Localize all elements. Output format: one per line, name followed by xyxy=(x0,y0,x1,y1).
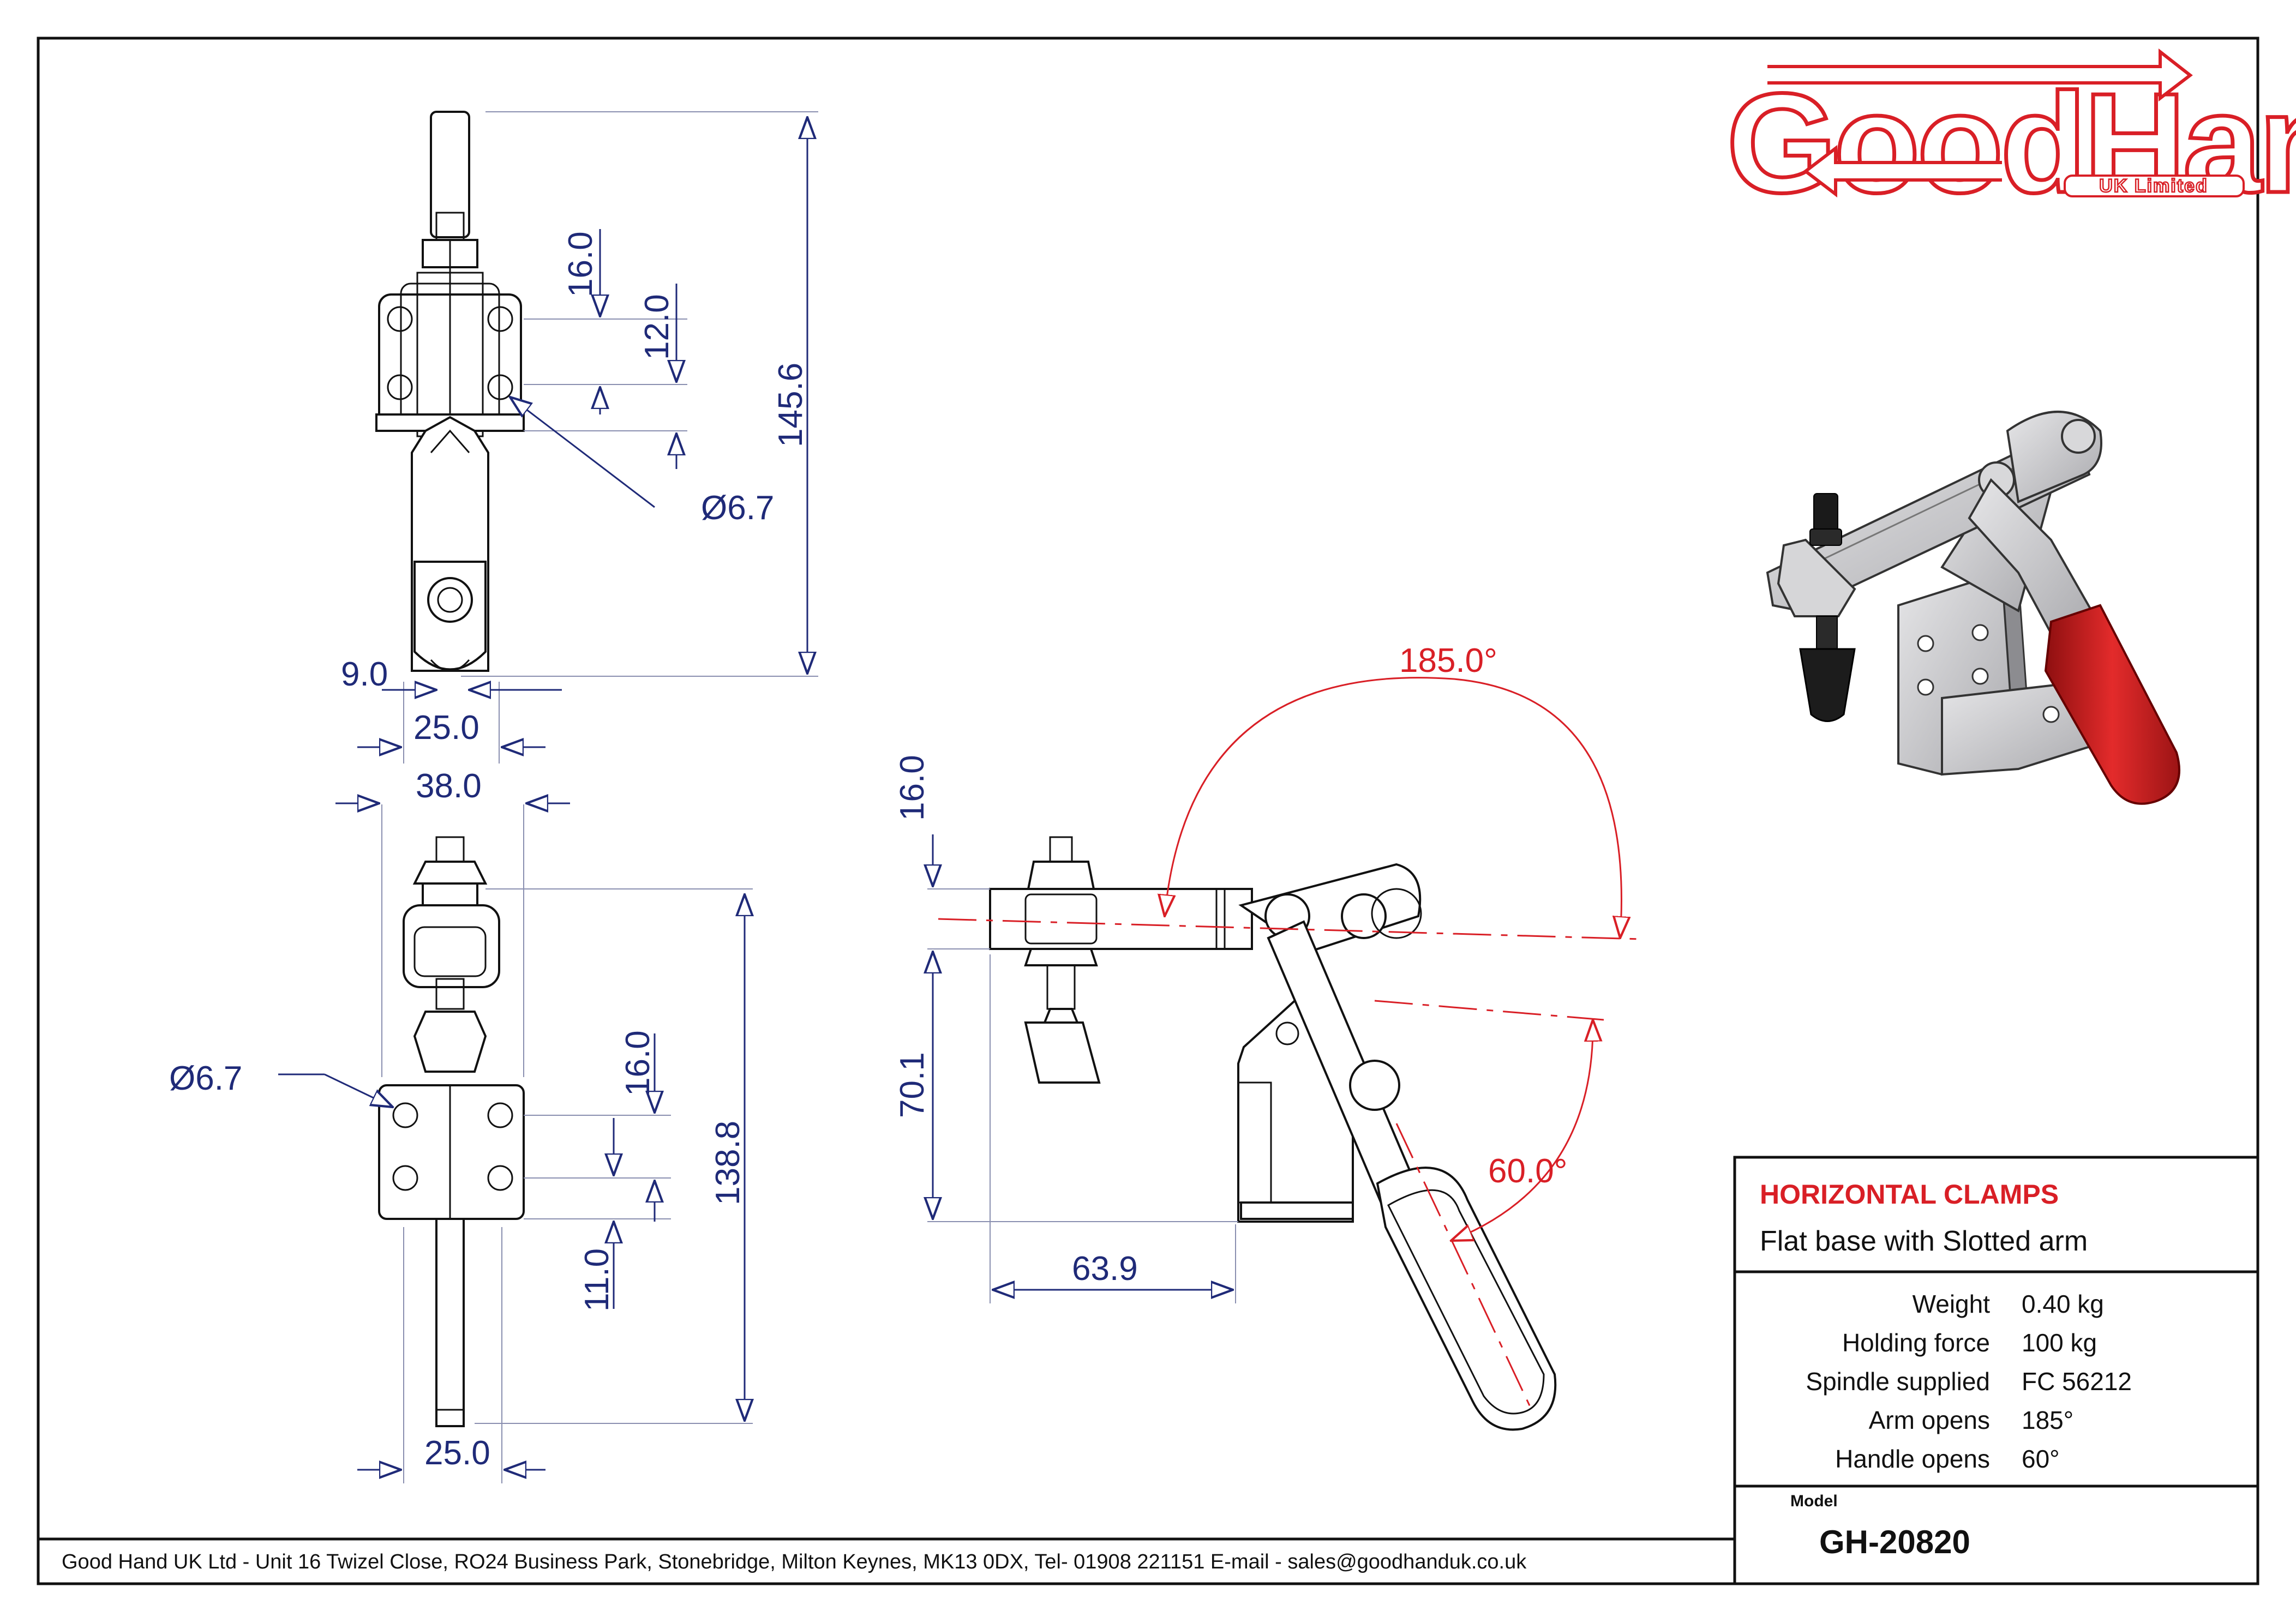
category-title: HORIZONTAL CLAMPS xyxy=(1760,1179,2059,1210)
top-view-drawing: 16.0 12.0 145.6 Ø6.7 9.0 25.0 xyxy=(341,111,818,764)
dim-front-38: 38.0 xyxy=(416,767,482,805)
product-description: Flat base with Slotted arm xyxy=(1760,1225,2088,1257)
dim-top-12: 12.0 xyxy=(638,294,676,360)
logo-subtext: UK Limited xyxy=(2099,176,2208,196)
clamp-3d-illustration xyxy=(1766,411,2180,805)
title-block: HORIZONTAL CLAMPS Flat base with Slotted… xyxy=(1733,1156,2259,1585)
spec-value: 185° xyxy=(2022,1406,2073,1434)
dim-top-16: 16.0 xyxy=(562,231,600,297)
model-number: GH-20820 xyxy=(1819,1524,1970,1560)
dim-arm-angle: 185.0° xyxy=(1399,642,1497,680)
sheet-border xyxy=(37,37,2259,1585)
spec-label: Spindle supplied xyxy=(1806,1367,1990,1396)
dim-top-145: 145.6 xyxy=(772,363,810,447)
model-label: Model xyxy=(1790,1492,1838,1510)
dim-front-25: 25.0 xyxy=(424,1434,490,1472)
company-address: Good Hand UK Ltd - Unit 16 Twizel Close,… xyxy=(62,1550,1527,1573)
logo-arrow-left-icon xyxy=(1803,145,2002,198)
spec-label: Arm opens xyxy=(1869,1406,1990,1434)
dim-front-11: 11.0 xyxy=(578,1248,616,1312)
logo-arrow-right-icon xyxy=(1767,48,2193,102)
dim-top-hole: Ø6.7 xyxy=(701,489,774,527)
logo-badge xyxy=(2064,175,2245,197)
spec-label: Holding force xyxy=(1842,1329,1990,1357)
side-view-drawing: 16.0 70.1 63.9 185.0° 60.0° xyxy=(894,642,1642,1431)
spec-value: 0.40 kg xyxy=(2022,1290,2104,1318)
dim-top-25: 25.0 xyxy=(413,709,479,747)
dim-front-16: 16.0 xyxy=(619,1030,657,1096)
front-view-drawing: 38.0 Ø6.7 16.0 138.8 11.0 25.0 xyxy=(169,767,753,1483)
dim-front-138: 138.8 xyxy=(709,1121,747,1205)
dim-handle-angle: 60.0° xyxy=(1488,1152,1567,1190)
dim-side-16: 16.0 xyxy=(894,755,931,821)
dim-front-hole: Ø6.7 xyxy=(169,1060,242,1097)
spec-label: Weight xyxy=(1913,1290,1991,1318)
dim-side-70: 70.1 xyxy=(894,1052,931,1118)
dim-top-9: 9.0 xyxy=(341,656,388,693)
dim-side-63: 63.9 xyxy=(1072,1250,1138,1288)
spec-value: 60° xyxy=(2022,1445,2060,1473)
spec-value: FC 56212 xyxy=(2022,1367,2132,1396)
spec-label: Handle opens xyxy=(1835,1445,1990,1473)
spec-value: 100 kg xyxy=(2022,1329,2097,1357)
